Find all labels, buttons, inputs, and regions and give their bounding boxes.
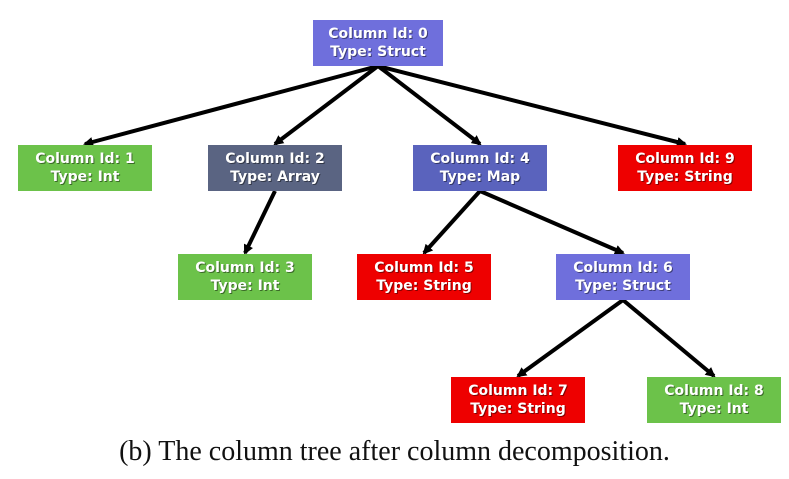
node-column-1: Column Id: 1 Type: Int <box>18 145 152 191</box>
node-4-type-label: Type: Map <box>439 169 521 185</box>
node-8-type-label: Type: Int <box>679 401 749 417</box>
node-column-6: Column Id: 6 Type: Struct <box>556 254 690 300</box>
edge-0-to-4 <box>376 64 482 146</box>
node-column-4: Column Id: 4 Type: Map <box>413 145 547 191</box>
node-7-id-label: Column Id: 7 <box>468 383 568 399</box>
node-1-type-label: Type: Int <box>50 169 120 185</box>
edge-0-to-2 <box>273 64 380 146</box>
node-9-type-label: Type: String <box>637 169 733 185</box>
node-4-id-label: Column Id: 4 <box>430 151 530 167</box>
edge-0-to-9 <box>377 64 687 147</box>
node-9-id-label: Column Id: 9 <box>635 151 735 167</box>
node-8-id-label: Column Id: 8 <box>664 383 764 399</box>
figure-caption: (b) The column tree after column decompo… <box>119 436 670 467</box>
node-3-id-label: Column Id: 3 <box>195 260 295 276</box>
edge-0-to-1 <box>83 64 379 147</box>
node-6-id-label: Column Id: 6 <box>573 260 673 276</box>
node-column-5: Column Id: 5 Type: String <box>357 254 491 300</box>
edge-6-to-7 <box>516 298 625 378</box>
edge-4-to-5 <box>422 189 482 255</box>
node-7-type-label: Type: String <box>470 401 566 417</box>
node-column-7: Column Id: 7 Type: String <box>451 377 585 423</box>
node-column-2: Column Id: 2 Type: Array <box>208 145 342 191</box>
node-column-3: Column Id: 3 Type: Int <box>178 254 312 300</box>
node-5-type-label: Type: String <box>376 278 472 294</box>
node-2-id-label: Column Id: 2 <box>225 151 325 167</box>
node-column-9: Column Id: 9 Type: String <box>618 145 752 191</box>
node-0-id-label: Column Id: 0 <box>328 26 428 42</box>
node-2-type-label: Type: Array <box>230 169 320 185</box>
edge-6-to-8 <box>621 298 716 378</box>
edge-4-to-6 <box>479 189 625 255</box>
node-3-type-label: Type: Int <box>210 278 280 294</box>
node-1-id-label: Column Id: 1 <box>35 151 135 167</box>
node-column-8: Column Id: 8 Type: Int <box>647 377 781 423</box>
node-column-0: Column Id: 0 Type: Struct <box>313 20 443 66</box>
node-6-type-label: Type: Struct <box>575 278 671 294</box>
node-0-type-label: Type: Struct <box>330 44 426 60</box>
edge-2-to-3 <box>243 190 277 255</box>
node-5-id-label: Column Id: 5 <box>374 260 474 276</box>
